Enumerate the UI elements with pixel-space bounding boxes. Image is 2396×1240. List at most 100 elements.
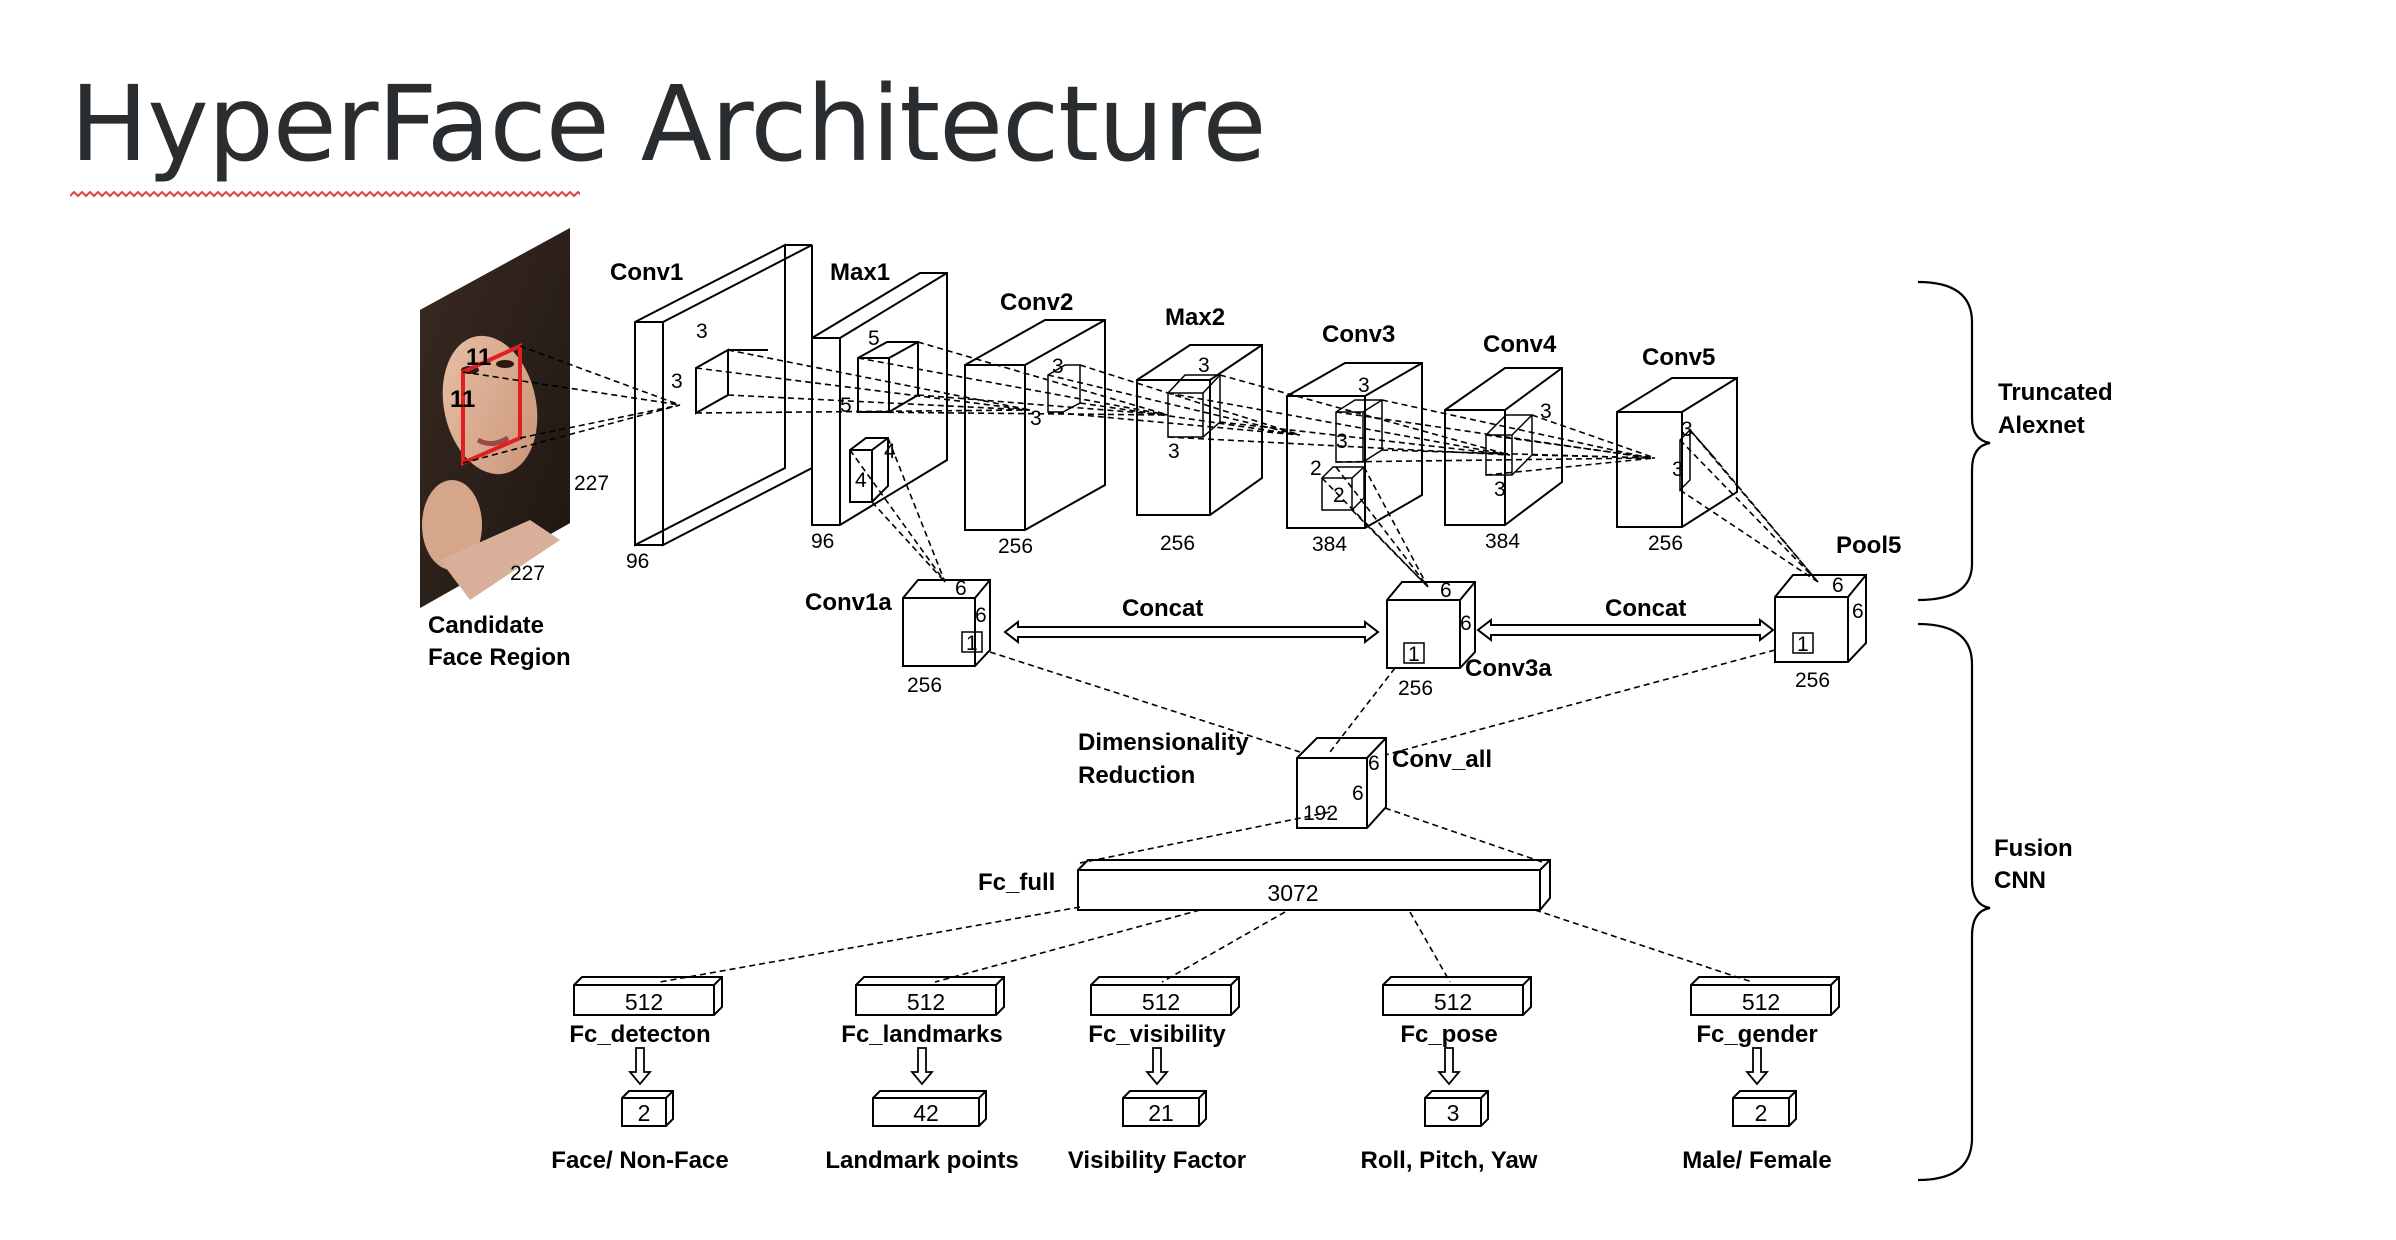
layer-max2: Max2 256 3 3	[1136, 304, 1263, 555]
output-box	[1732, 1090, 1797, 1127]
down-arrow-icon	[1437, 1047, 1461, 1086]
conv1a-depth: 256	[907, 674, 942, 697]
max2-kernel-top: 3	[1198, 354, 1210, 377]
task-label: Roll, Pitch, Yaw	[1361, 1147, 1538, 1174]
truncated-alexnet-line1: Truncated	[1998, 379, 2113, 406]
conv3a-label: Conv3a	[1465, 655, 1552, 682]
fusion-cnn-line2: CNN	[1994, 867, 2046, 894]
fc-head-box	[573, 976, 723, 1016]
pool5-size-top: 6	[1832, 574, 1844, 597]
truncated-alexnet-layers: Conv1 96 3 3 Max1 96 5 5 4 4 Conv2 256 3…	[610, 243, 1738, 573]
output-box	[872, 1090, 987, 1127]
conv2-kernel-top: 3	[1052, 355, 1064, 378]
spellcheck-underline	[70, 190, 580, 198]
concat-label-left: Concat	[1122, 595, 1203, 622]
fc-full-block: Fc_full 3072	[978, 859, 1551, 911]
layer-conv3: Conv3 384 3 3 2 2	[1286, 321, 1423, 556]
branch-conv1a: Conv1a 256 6 6 1	[805, 577, 991, 697]
fc-head-box	[1690, 976, 1840, 1016]
branch-pool5: Pool5 256 6 6 1	[1774, 532, 1901, 692]
output-size: 21	[1148, 1100, 1174, 1126]
input-kernel-label-top: 11	[466, 344, 491, 371]
conv3a-size-side: 6	[1460, 612, 1472, 635]
conv3-kernel-a-side: 3	[1336, 430, 1348, 453]
conv1-label: Conv1	[610, 259, 683, 286]
fc-head-box	[1382, 976, 1532, 1016]
task-label: Male/ Female	[1682, 1147, 1831, 1174]
max2-kernel-side: 3	[1168, 440, 1180, 463]
branch-conv3a: Conv3a 256 6 6 1	[1386, 579, 1552, 700]
fc-head-units: 512	[1434, 989, 1472, 1015]
fc-head-name: Fc_pose	[1400, 1021, 1497, 1048]
concat-label-right: Concat	[1605, 595, 1686, 622]
down-arrow-icon	[910, 1047, 934, 1086]
conv4-depth: 384	[1485, 530, 1520, 553]
fc-head-units: 512	[1142, 989, 1180, 1015]
dim-reduction-line1: Dimensionality	[1078, 729, 1249, 756]
layer-conv1: Conv1 96 3 3	[610, 243, 813, 573]
layer-conv2: Conv2 256 3 3	[964, 289, 1106, 558]
conv-all-size-side: 6	[1352, 782, 1364, 805]
max1-label: Max1	[830, 259, 890, 286]
output-size: 2	[1755, 1100, 1768, 1126]
fusion-cnn-line1: Fusion	[1994, 835, 2073, 862]
concat-arrow-right	[1476, 617, 1775, 643]
fc-head-units: 512	[625, 989, 663, 1015]
conv-all-size-top: 6	[1368, 752, 1380, 775]
fc-head-units: 512	[1742, 989, 1780, 1015]
input-size-label-bottom: 227	[510, 562, 545, 585]
task-label: Visibility Factor	[1068, 1147, 1246, 1174]
conv1-kernel-side: 3	[671, 370, 683, 393]
fc-head-name: Fc_landmarks	[841, 1021, 1002, 1048]
fc-full-label: Fc_full	[978, 869, 1055, 896]
max1-kernel-b-top: 4	[884, 440, 896, 463]
down-arrow-icon	[1745, 1047, 1769, 1086]
layer-conv5: Conv5 256 3 3	[1616, 344, 1738, 555]
input-label-line1: Candidate	[428, 612, 544, 639]
fc-full-units: 3072	[1267, 880, 1318, 906]
fc-head-box	[855, 976, 1005, 1016]
down-arrow-icon	[1145, 1047, 1169, 1086]
conv4-kernel-top: 3	[1540, 400, 1552, 423]
candidate-face-image: 11 11 227 227 Candidate Face Region	[420, 228, 609, 671]
task-label: Landmark points	[825, 1147, 1018, 1174]
conv2-kernel-side: 3	[1030, 407, 1042, 430]
conv3a-depth: 256	[1398, 677, 1433, 700]
output-size: 42	[913, 1100, 939, 1126]
down-arrow-icon	[628, 1047, 652, 1086]
conv5-kernel-side: 3	[1672, 458, 1684, 481]
conv2-label: Conv2	[1000, 289, 1073, 316]
output-size: 2	[638, 1100, 651, 1126]
conv1-kernel-top: 3	[696, 320, 708, 343]
max1-kernel-a-side: 5	[840, 394, 852, 417]
conv4-label: Conv4	[1483, 331, 1557, 358]
output-box	[621, 1090, 674, 1127]
conv-all-label: Conv_all	[1392, 746, 1492, 773]
output-box	[1424, 1090, 1489, 1127]
conv5-label: Conv5	[1642, 344, 1715, 371]
conv3-depth: 384	[1312, 533, 1347, 556]
input-size-label-side: 227	[574, 472, 609, 495]
conv3-kernel-b-top: 2	[1310, 457, 1322, 480]
max2-label: Max2	[1165, 304, 1225, 331]
pool5-depth: 256	[1795, 669, 1830, 692]
fc-head-name: Fc_visibility	[1088, 1021, 1226, 1048]
fc-head-name: Fc_detecton	[569, 1021, 710, 1048]
concat-arrow-left	[1003, 619, 1380, 645]
fc-head-units: 512	[907, 989, 945, 1015]
pool5-label: Pool5	[1836, 532, 1901, 559]
brace-truncated-alexnet: Truncated Alexnet	[1917, 280, 2113, 602]
layer-max1: Max1 96 5 5 4 4	[811, 259, 948, 553]
conv4-kernel-side: 3	[1494, 478, 1506, 501]
dim-reduction-line2: Reduction	[1078, 762, 1195, 789]
conv1a-label: Conv1a	[805, 589, 892, 616]
conv1a-size-top: 6	[955, 577, 967, 600]
trunk-connections	[462, 341, 1819, 588]
input-label-line2: Face Region	[428, 644, 571, 671]
pool5-kernel: 1	[1797, 633, 1809, 656]
